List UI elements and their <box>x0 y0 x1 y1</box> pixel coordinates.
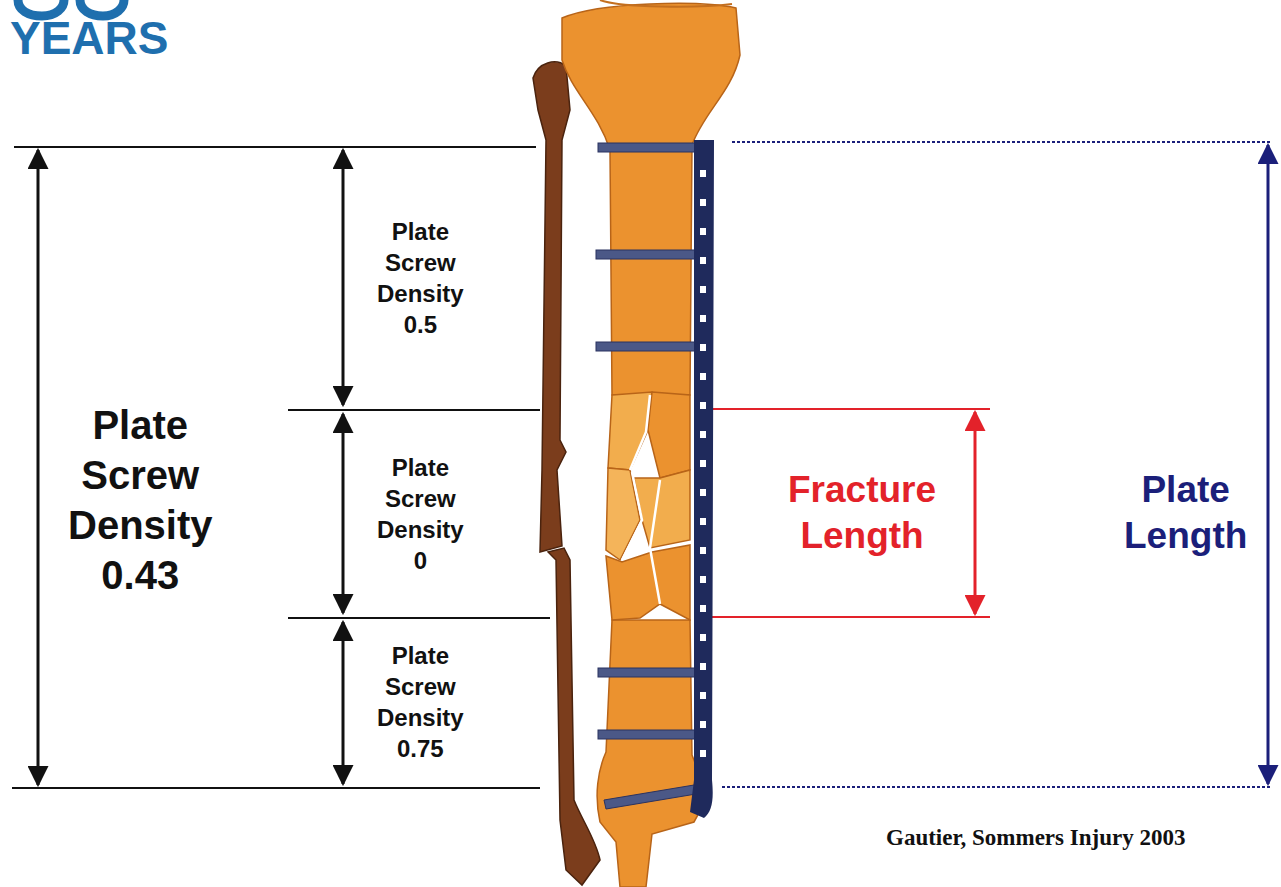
tibia <box>562 0 740 887</box>
density-label: Plate Screw Density 0.43 <box>68 400 213 600</box>
bone-plate <box>690 140 714 818</box>
reference-lines <box>12 147 550 788</box>
fibula <box>533 62 600 885</box>
density-label: Plate Screw Density 0 <box>377 452 464 576</box>
plate-length-dimension <box>722 142 1270 787</box>
dimension-label: Plate Length <box>1124 467 1247 559</box>
logo-text: YEARS <box>10 12 168 64</box>
dimension-label: Fracture Length <box>788 467 936 559</box>
density-label: Plate Screw Density 0.5 <box>377 216 464 340</box>
screws <box>596 143 702 809</box>
dimension-arrows <box>38 150 343 785</box>
density-label: Plate Screw Density 0.75 <box>377 640 464 764</box>
fracture-length-dimension <box>705 409 990 617</box>
citation: Gautier, Sommers Injury 2003 <box>886 824 1185 852</box>
